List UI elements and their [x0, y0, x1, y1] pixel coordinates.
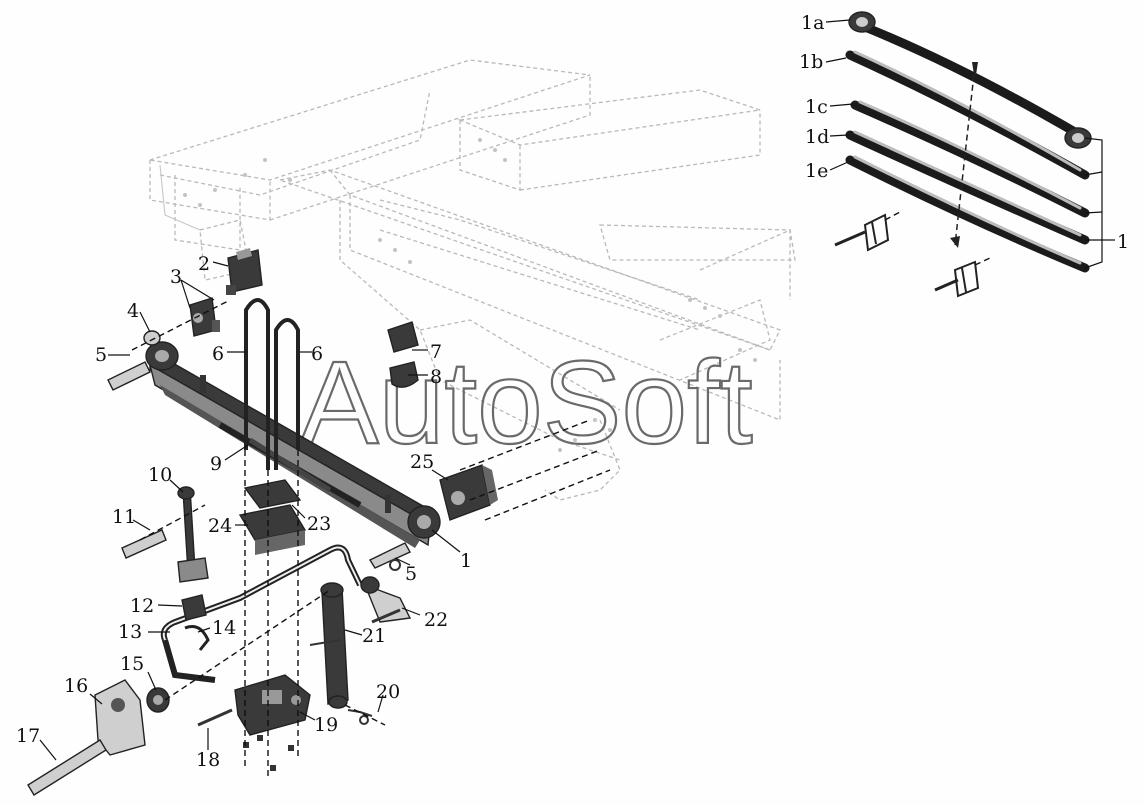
- callout-18: 18: [196, 749, 220, 771]
- callout-1b: 1b: [799, 51, 823, 73]
- callout-16: 16: [64, 675, 88, 697]
- spring-pin-rear: [368, 542, 411, 569]
- callout-2: 2: [198, 253, 210, 275]
- rear-hanger-bracket: [439, 464, 498, 521]
- callout-9: 9: [210, 453, 222, 475]
- u-clamp: [184, 625, 210, 651]
- callout-labels: 2 3 4 5 6 6 7 8 9 10 11 12 13 14 15 16 1…: [16, 253, 472, 771]
- callout-8: 8: [430, 366, 442, 388]
- bar-bushing-clamp: [181, 594, 207, 621]
- front-hanger-bracket: [226, 248, 263, 295]
- fasteners: [197, 559, 401, 771]
- callout-1d: 1d: [805, 126, 829, 148]
- chassis-frame: [149, 59, 796, 501]
- callout-22: 22: [424, 609, 448, 631]
- callout-25: 25: [410, 451, 434, 473]
- stabilizer-bracket: [94, 679, 146, 756]
- callout-1-inset: 1: [1117, 231, 1129, 253]
- callout-21: 21: [362, 625, 386, 647]
- callout-23: 23: [307, 513, 331, 535]
- callout-7: 7: [430, 341, 442, 363]
- callout-14: 14: [212, 617, 236, 639]
- callout-20: 20: [376, 681, 400, 703]
- callout-1c: 1c: [805, 96, 828, 118]
- watermark: AutoSoft: [300, 337, 753, 469]
- callout-1: 1: [460, 550, 472, 572]
- callout-6-right: 6: [311, 343, 323, 365]
- callout-13: 13: [118, 621, 142, 643]
- callout-1e: 1e: [805, 160, 828, 182]
- spring-pin-front: [107, 361, 151, 391]
- callout-3: 3: [170, 266, 182, 288]
- axle-seat: [238, 479, 307, 555]
- assembly-lines: [131, 299, 611, 780]
- callout-24: 24: [208, 515, 232, 537]
- u-bolts: [244, 298, 300, 470]
- callout-5-rear: 5: [405, 563, 417, 585]
- shock-absorber: [320, 582, 349, 709]
- upper-shock-bracket: [363, 583, 412, 623]
- callout-17: 17: [16, 725, 40, 747]
- leaf-pack-inset: [825, 11, 1115, 298]
- bump-stop-seat: [389, 361, 419, 388]
- callout-11: 11: [112, 506, 136, 528]
- callout-19: 19: [314, 714, 338, 736]
- leader-lines: [39, 261, 461, 761]
- main-leaf-spring: [145, 341, 441, 548]
- rubber-bump-stop: [387, 321, 419, 353]
- lower-shock-bracket: [234, 674, 311, 736]
- inset-callout-labels: 1a 1b 1c 1d 1e 1: [799, 12, 1129, 253]
- link-pin: [121, 529, 167, 559]
- callout-15: 15: [120, 653, 144, 675]
- callout-6-left: 6: [212, 343, 224, 365]
- callout-10: 10: [148, 464, 172, 486]
- callout-12: 12: [130, 595, 154, 617]
- spring-shackle: [189, 297, 220, 337]
- callout-1a: 1a: [801, 12, 824, 34]
- spring-eye-bushing: [143, 330, 161, 346]
- callout-5-front: 5: [95, 344, 107, 366]
- bracket-pin: [27, 739, 107, 796]
- callout-4: 4: [127, 300, 139, 322]
- stabilizer-link: [177, 486, 209, 583]
